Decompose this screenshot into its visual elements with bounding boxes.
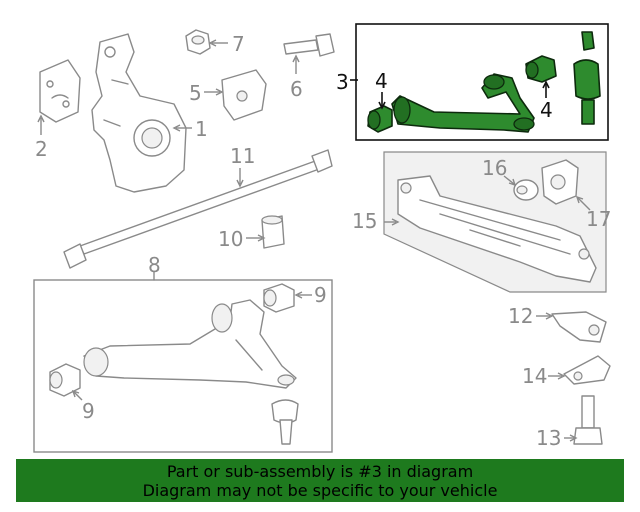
callout-5: 5	[189, 81, 202, 105]
highlight-box	[355, 23, 609, 141]
callout-10: 10	[218, 227, 243, 251]
part-2-bracket	[39, 59, 81, 123]
callout-15: 15	[352, 209, 377, 233]
part-9-bushing-right	[263, 283, 295, 313]
callout-17: 17	[586, 207, 611, 231]
part-14-plate	[563, 355, 611, 385]
callout-7: 7	[232, 32, 245, 56]
callout-9-left: 9	[82, 399, 95, 423]
lower-ball-joint	[271, 399, 299, 445]
part-8-lower-control-arm	[83, 299, 297, 389]
callout-12: 12	[508, 304, 533, 328]
callout-13: 13	[536, 426, 561, 450]
callout-4-right: 4	[540, 98, 553, 122]
part-17-bracket	[541, 159, 579, 205]
part-11-stabilizer-bar	[63, 149, 333, 269]
callout-1: 1	[195, 117, 208, 141]
part-1-knuckle	[91, 33, 187, 193]
callout-8: 8	[148, 253, 161, 277]
callout-9-right: 9	[314, 283, 327, 307]
callout-6: 6	[290, 77, 303, 101]
part-9-bushing-left	[49, 363, 81, 397]
part-12-bracket	[551, 311, 607, 343]
part-13-bolt	[573, 395, 603, 445]
callout-16: 16	[482, 156, 507, 180]
lower-arm-box	[33, 279, 333, 453]
callout-11: 11	[230, 144, 255, 168]
banner-line-2: Diagram may not be specific to your vehi…	[142, 480, 498, 500]
arrowhead-2	[37, 114, 45, 123]
part-10-bushing	[261, 215, 285, 249]
callout-4-left: 4	[375, 69, 388, 93]
part-6-bolt	[283, 33, 335, 57]
callout-3: 3	[336, 70, 349, 94]
part-5-shield	[221, 69, 267, 121]
banner-line-1: Part or sub-assembly is #3 in diagram	[166, 461, 474, 481]
part-16-bushing	[513, 179, 539, 201]
info-banner: Part or sub-assembly is #3 in diagram Di…	[16, 459, 624, 502]
callout-14: 14	[522, 364, 547, 388]
callout-2: 2	[35, 137, 48, 161]
part-7-nut	[185, 29, 211, 55]
part-15-crossmember	[397, 175, 597, 283]
part-3-upper-control-arm	[367, 31, 601, 133]
